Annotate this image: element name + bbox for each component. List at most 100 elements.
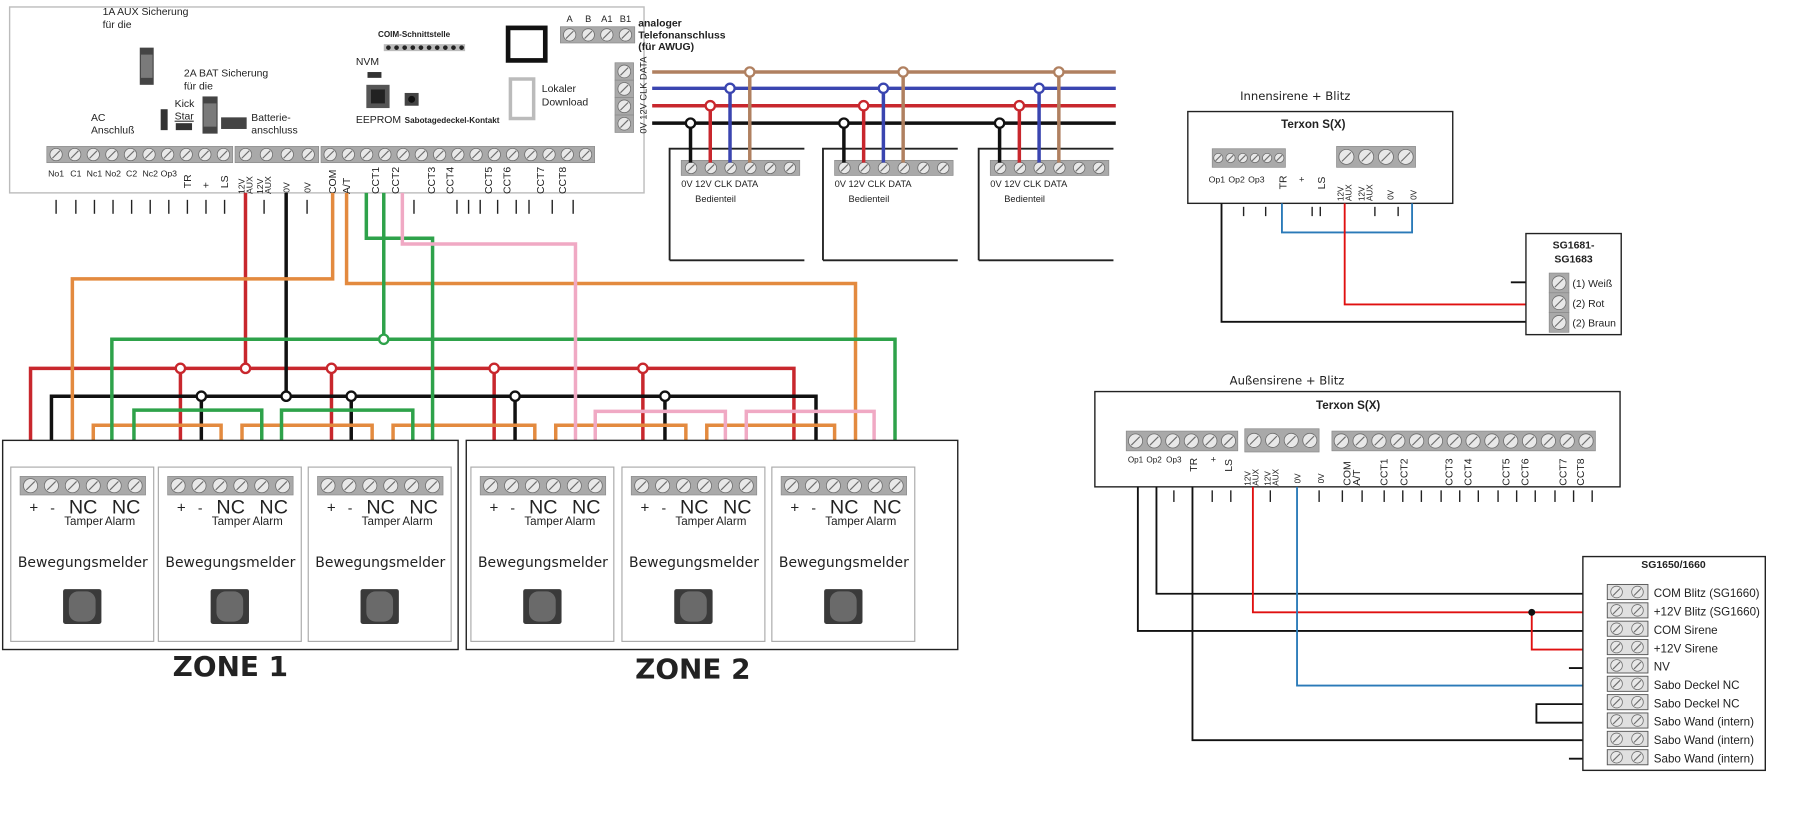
screw-slot bbox=[1612, 661, 1621, 670]
screw-slot bbox=[699, 481, 710, 491]
detector-nc-tamper-label: NC bbox=[366, 497, 395, 519]
screw-slot bbox=[828, 481, 839, 491]
detector-lens bbox=[529, 591, 556, 622]
wire-0v-drops bbox=[199, 396, 667, 477]
eeprom-label: EEPROM bbox=[356, 115, 401, 126]
detector-nc-tamper-label: NC bbox=[216, 497, 245, 519]
kick-start-jumper-icon bbox=[175, 123, 193, 131]
phone-terminal-label: A1 bbox=[601, 14, 612, 24]
local-download-label-2: Download bbox=[542, 98, 589, 109]
detector-label: Bewegungsmelder bbox=[18, 555, 148, 571]
terminal-label: COM bbox=[1342, 461, 1353, 485]
detector-nc-tamper-label: NC bbox=[830, 497, 859, 519]
relay-component-icon bbox=[505, 25, 548, 63]
detector-minus-label: - bbox=[348, 499, 353, 515]
screw-slot bbox=[1205, 436, 1215, 446]
phone-label: analoger bbox=[638, 19, 682, 30]
terminal-label: CCT8 bbox=[558, 167, 569, 194]
battery-label: Batterie- bbox=[251, 113, 291, 124]
screw-slot bbox=[1249, 435, 1259, 446]
wire-junction bbox=[743, 66, 756, 78]
screw-slot bbox=[471, 150, 481, 159]
screw-slot bbox=[51, 150, 61, 159]
screw-slot bbox=[544, 150, 554, 159]
terminal-label: 12V bbox=[236, 178, 246, 194]
terminal-label: No1 bbox=[48, 169, 64, 179]
screw-slot bbox=[1168, 436, 1178, 446]
screw-slot bbox=[67, 481, 78, 491]
screw-slot bbox=[602, 30, 611, 39]
screw-slot bbox=[1633, 753, 1642, 762]
detector-nc-tamper-label: NC bbox=[69, 497, 98, 519]
screw-slot bbox=[1016, 164, 1024, 172]
screw-slot bbox=[1633, 624, 1642, 633]
wire-junction bbox=[345, 390, 358, 403]
detector-terminals bbox=[317, 476, 444, 496]
detector-plus-label: + bbox=[177, 499, 186, 516]
zone-1-title: ZONE 1 bbox=[173, 650, 288, 683]
terminal-label: Op1 bbox=[1128, 455, 1144, 464]
wire-junction bbox=[195, 390, 208, 403]
wire-junction bbox=[724, 82, 736, 95]
terminal-label: CCT2 bbox=[1399, 458, 1410, 485]
terminal-label: Op2 bbox=[1228, 174, 1245, 184]
screw-slot bbox=[1612, 624, 1621, 633]
detector-alarm-label: Alarm bbox=[252, 515, 282, 528]
screw-slot bbox=[726, 164, 735, 172]
wire-junction bbox=[280, 390, 292, 403]
fuse-aux-body bbox=[140, 54, 153, 78]
screw-slot bbox=[526, 150, 535, 159]
sg1650-terminals: COM Blitz (SG1660)+12V Blitz (SG1660)COM… bbox=[1606, 583, 1760, 765]
outdoor-com-sirene-wire bbox=[1136, 486, 1608, 632]
power-terminals bbox=[234, 146, 320, 164]
sg1650-terminal-label: Sabo Deckel NC bbox=[1654, 697, 1740, 710]
wire-junction bbox=[1013, 99, 1026, 112]
screw-slot bbox=[46, 481, 57, 491]
detector-tamper-label: Tamper bbox=[64, 515, 103, 528]
screw-slot bbox=[1095, 164, 1103, 172]
phone-label-3: (für AWUG) bbox=[638, 42, 694, 53]
detector-label: Bewegungsmelder bbox=[629, 555, 759, 571]
detector-terminals bbox=[19, 476, 146, 496]
screw-slot bbox=[1336, 436, 1347, 446]
screw-slot bbox=[407, 481, 417, 491]
detector-terminals bbox=[167, 476, 294, 496]
terminal-label: Op1 bbox=[1209, 174, 1226, 184]
screw-slot bbox=[741, 481, 751, 491]
screw-slot bbox=[1251, 154, 1259, 162]
indoor-12v-wire bbox=[1343, 203, 1550, 306]
wire-junction bbox=[659, 390, 671, 403]
wire-12v-drops bbox=[178, 368, 645, 477]
screw-slot bbox=[1633, 606, 1642, 615]
detector-plus-label: + bbox=[489, 499, 498, 516]
sg1650-title: SG1650/1660 bbox=[1641, 560, 1706, 571]
screw-slot bbox=[1633, 643, 1642, 651]
sg1650-terminal-label: +12V Blitz (SG1660) bbox=[1654, 606, 1760, 619]
detector-alarm-label: Alarm bbox=[402, 515, 432, 528]
detector-lens bbox=[366, 591, 394, 622]
screw-slot bbox=[657, 481, 668, 491]
screw-slot bbox=[283, 150, 292, 159]
screw-slot bbox=[1543, 436, 1554, 446]
com-pin bbox=[418, 45, 424, 50]
wire-cct1-loop-end bbox=[364, 192, 435, 477]
screw-slot bbox=[508, 150, 517, 159]
detector-tamper-label: Tamper bbox=[825, 515, 864, 528]
indoor-siren-heading: Innensirene + Blitz bbox=[1240, 89, 1350, 103]
keypad-housing bbox=[668, 147, 805, 261]
keypad-terminal-labels: 0V 12V CLK DATA bbox=[835, 179, 913, 189]
screw-slot bbox=[807, 481, 818, 491]
terminal-label: A/T bbox=[1352, 469, 1363, 486]
detector-label: Bewegungsmelder bbox=[165, 555, 295, 571]
screw-slot bbox=[569, 481, 579, 491]
com-pin bbox=[451, 45, 456, 50]
detector-alarm-label: Alarm bbox=[866, 515, 896, 528]
detector-minus-label: - bbox=[811, 499, 816, 515]
